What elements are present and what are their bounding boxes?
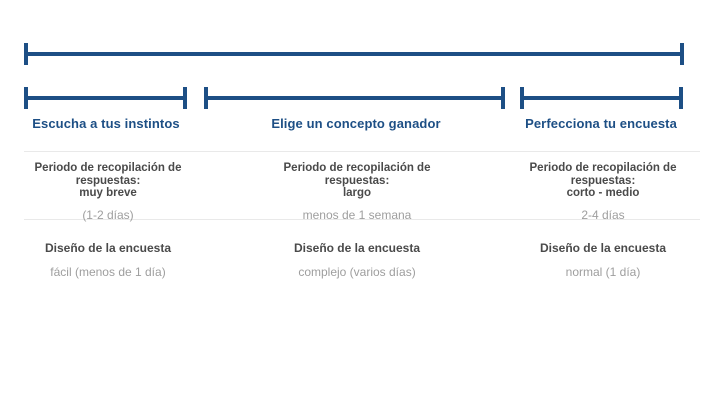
survey-design-label: Diseño de la encuesta — [293, 241, 421, 255]
phase-3-bracket — [520, 87, 683, 109]
phase-2-collection-period: Periodo de recopilación de respuestas: l… — [251, 162, 463, 222]
survey-design-value: fácil (menos de 1 día) — [50, 265, 166, 279]
bracket-tick-right-icon — [680, 43, 684, 65]
divider-line — [24, 219, 700, 220]
collection-period-value: muy breve — [79, 187, 137, 199]
collection-period-value: largo — [342, 187, 372, 199]
collection-period-label: Periodo de recopilación de respuestas: — [34, 162, 182, 187]
phase-2-title: Elige un concepto ganador — [271, 116, 441, 131]
bracket-tick-right-icon — [183, 87, 187, 109]
bracket-bar — [24, 96, 187, 100]
survey-design-value: complejo (varios días) — [298, 265, 416, 279]
phase-3-collection-period: Periodo de recopilación de respuestas: c… — [497, 162, 709, 222]
survey-design-label: Diseño de la encuesta — [44, 241, 172, 255]
phase-3-survey-design: Diseño de la encuesta normal (1 día) — [497, 242, 709, 279]
phase-1-title: Escucha a tus instintos — [32, 116, 180, 131]
collection-period-duration: menos de 1 semana — [302, 207, 412, 222]
bracket-tick-right-icon — [679, 87, 683, 109]
phase-1-bracket — [24, 87, 187, 109]
bracket-bar — [24, 52, 684, 56]
bracket-tick-right-icon — [501, 87, 505, 109]
survey-design-value: normal (1 día) — [565, 265, 641, 279]
phase-2-bracket — [204, 87, 505, 109]
collection-period-label: Periodo de recopilación de respuestas: — [283, 162, 431, 187]
divider-line — [24, 151, 700, 152]
overall-timeline-bracket — [24, 43, 684, 65]
collection-period-duration: 2-4 días — [581, 207, 625, 222]
collection-period-duration: (1-2 días) — [82, 207, 134, 222]
bracket-bar — [204, 96, 505, 100]
phase-1-survey-design: Diseño de la encuesta fácil (menos de 1 … — [2, 242, 214, 279]
survey-design-label: Diseño de la encuesta — [539, 241, 667, 255]
collection-period-label: Periodo de recopilación de respuestas: — [529, 162, 677, 187]
phase-2-survey-design: Diseño de la encuesta complejo (varios d… — [251, 242, 463, 279]
phase-3-title: Perfecciona tu encuesta — [525, 116, 677, 131]
collection-period-value: corto - medio — [566, 187, 640, 199]
phase-1-collection-period: Periodo de recopilación de respuestas: m… — [2, 162, 214, 222]
bracket-bar — [520, 96, 683, 100]
